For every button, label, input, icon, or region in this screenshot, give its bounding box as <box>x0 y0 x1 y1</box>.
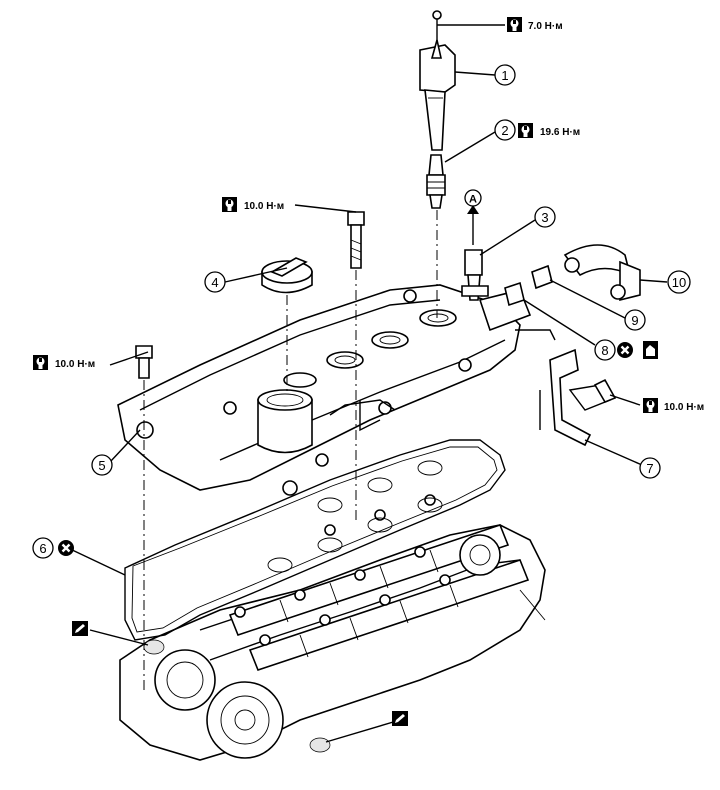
callout-1: 1 <box>494 64 516 86</box>
svg-text:4: 4 <box>211 275 218 290</box>
callout-7: 7 <box>639 457 661 479</box>
svg-text:10: 10 <box>672 275 686 290</box>
spark-plug <box>426 154 446 209</box>
cover-bolt-top <box>347 211 365 269</box>
liquid-gasket-icon <box>392 711 408 726</box>
oil-can-icon <box>643 341 658 359</box>
torque-wrench-icon <box>33 355 48 370</box>
torque-wrench-icon <box>643 398 658 413</box>
cover-bolt-left <box>135 345 153 379</box>
torque-label-cover-bolt-top: 10.0 Н·м <box>222 197 284 212</box>
callout-10: 10 <box>667 270 691 294</box>
camshaft-sensor <box>461 249 489 301</box>
callout-6: 6 <box>32 537 54 559</box>
leader-lines <box>67 24 668 576</box>
svg-text:8: 8 <box>601 343 608 358</box>
svg-text:6: 6 <box>39 541 46 556</box>
alignment-lines <box>143 210 438 690</box>
liquid-gasket-icon <box>72 621 88 636</box>
svg-text:10.0 Н·м: 10.0 Н·м <box>55 359 95 370</box>
oil-filler-cap <box>261 257 313 294</box>
direction-arrow: A <box>464 189 482 245</box>
do-not-reuse-x-icon <box>615 340 635 360</box>
cylinder-head <box>119 494 546 761</box>
callout-2: 2 <box>494 119 516 141</box>
svg-text:19.6 Н·м: 19.6 Н·м <box>540 127 580 138</box>
torque-label-spark-plug: 19.6 Н·м <box>518 123 580 138</box>
svg-text:7.0 Н·м: 7.0 Н·м <box>528 21 563 32</box>
callout-8: 8 <box>594 339 616 361</box>
svg-text:1: 1 <box>501 68 508 83</box>
callout-9: 9 <box>624 309 646 331</box>
svg-text:7: 7 <box>646 461 653 476</box>
callout-4: 4 <box>204 271 226 293</box>
rocker-cover-gasket <box>124 439 506 641</box>
pcv-hose <box>563 244 641 302</box>
arrow-label: A <box>469 194 477 206</box>
do-not-reuse-x-icon <box>56 538 76 558</box>
sealant-locations <box>89 629 401 753</box>
harness-bracket <box>539 348 617 447</box>
torque-wrench-icon <box>222 197 237 212</box>
torque-wrench-icon <box>507 17 522 32</box>
svg-text:2: 2 <box>501 123 508 138</box>
callout-3: 3 <box>534 206 556 228</box>
svg-text:3: 3 <box>541 210 548 225</box>
svg-text:5: 5 <box>98 458 105 473</box>
ignition-coil <box>419 10 456 151</box>
pcv-valve <box>504 264 553 307</box>
torque-label-coil-bolt: 7.0 Н·м <box>507 17 563 32</box>
rocker-cover <box>117 284 556 496</box>
svg-text:10.0 Н·м: 10.0 Н·м <box>244 201 284 212</box>
svg-text:9: 9 <box>631 313 638 328</box>
torque-label-cover-bolt-left: 10.0 Н·м <box>33 355 95 370</box>
callout-5: 5 <box>91 454 113 476</box>
torque-wrench-icon <box>518 123 533 138</box>
torque-label-bracket-bolt: 10.0 Н·м <box>643 398 704 413</box>
svg-text:10.0 Н·м: 10.0 Н·м <box>664 402 704 413</box>
